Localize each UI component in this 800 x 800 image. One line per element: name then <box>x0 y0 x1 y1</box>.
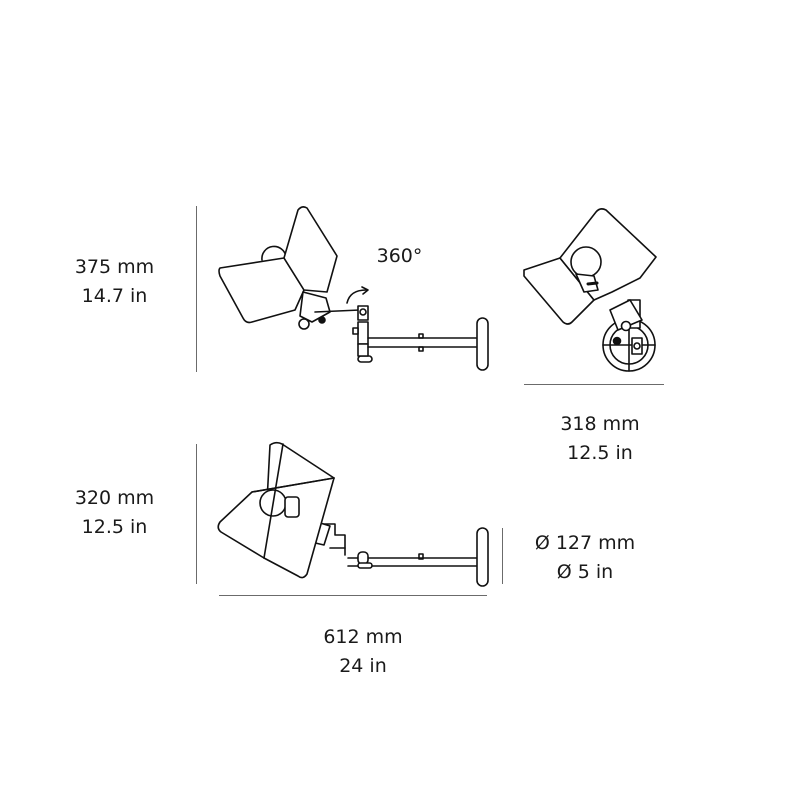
height-mm: 320 mm <box>74 487 155 509</box>
length-mm: 612 mm <box>323 626 403 648</box>
height-dimension-line-bottom <box>196 444 197 584</box>
rotation-label: 360° <box>372 242 427 271</box>
length-in: 24 in <box>339 655 387 677</box>
diameter-mm: Ø 127 mm <box>534 532 636 554</box>
lamp-side-view-top <box>218 206 489 371</box>
height-mm: 375 mm <box>74 256 155 278</box>
diameter-in: Ø 5 in <box>556 561 614 583</box>
width-mm: 318 mm <box>560 413 640 435</box>
length-dimension-line <box>219 595 487 596</box>
height-in: 14.7 in <box>81 285 148 307</box>
height-label-top: 375 mm 14.7 in <box>62 253 167 311</box>
lamp-side-view-bottom <box>217 441 489 587</box>
width-label-front: 318 mm 12.5 in <box>545 410 655 468</box>
height-dimension-line-top <box>196 206 197 372</box>
height-in: 12.5 in <box>81 516 148 538</box>
diameter-dimension-line <box>502 528 503 584</box>
length-label: 612 mm 24 in <box>308 623 418 681</box>
width-in: 12.5 in <box>567 442 633 464</box>
width-dimension-line-front <box>524 384 664 385</box>
height-label-bottom: 320 mm 12.5 in <box>62 484 167 542</box>
rotation-degrees: 360° <box>376 245 423 267</box>
lamp-front-view <box>523 208 657 372</box>
diameter-label: Ø 127 mm Ø 5 in <box>525 529 645 587</box>
